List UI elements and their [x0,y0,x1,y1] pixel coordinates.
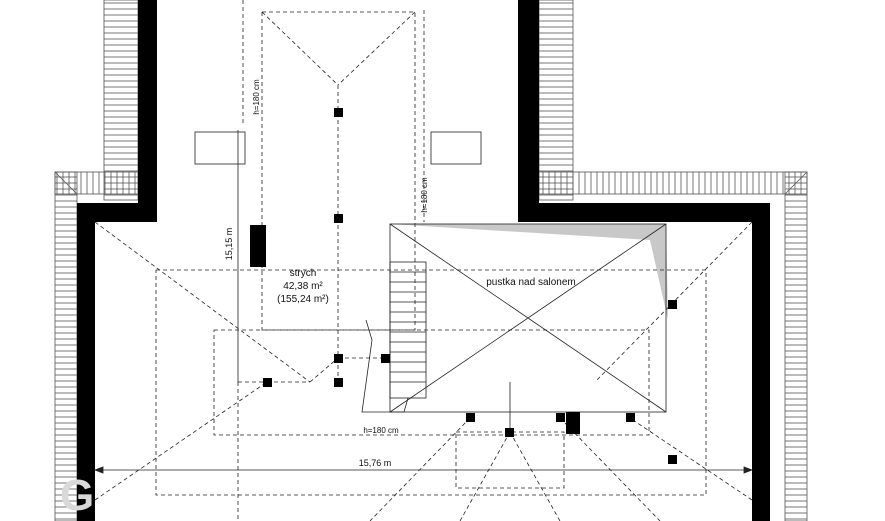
room-area: 42,38 m² [283,281,323,292]
wall-top-left [77,203,157,222]
dimension-vertical-label: 15,15 m [224,228,234,261]
roof-hatch-top-left [54,171,139,195]
roof-hatch-upper-left [103,0,139,201]
roof-hatch-right [784,171,808,521]
wall-right [752,203,770,521]
roof-structure-lines [94,0,753,521]
chimney [250,225,266,267]
walls [77,0,770,521]
void-label: pustka nad salonem [486,277,576,288]
room-name: strych [290,268,317,279]
watermark-logo: G [60,471,94,520]
height-label-bottom: h=180 cm [363,426,399,435]
posts [263,108,677,464]
wall-top-right [518,203,770,222]
height-label-left: h=180 cm [252,79,261,115]
staircase [361,261,427,413]
wall-upper-left [138,0,157,222]
roof-overhang [54,0,808,521]
roof-hatch-left [54,171,78,521]
dimension-horizontal [93,466,754,474]
wall-left [77,203,95,521]
roof-hatch-upper-right [538,0,574,201]
skylight-right [430,131,482,165]
roof-hatch-top-right [538,171,808,195]
dimension-horizontal-label: 15,76 m [359,458,392,468]
shaded-roof-area [390,224,668,320]
void-over-living-room [389,223,667,432]
skylight-left [194,131,246,165]
room-area-total: (155,24 m²) [277,294,329,305]
height-label-right: h=180 cm [420,177,429,213]
wall-upper-right [518,0,539,222]
